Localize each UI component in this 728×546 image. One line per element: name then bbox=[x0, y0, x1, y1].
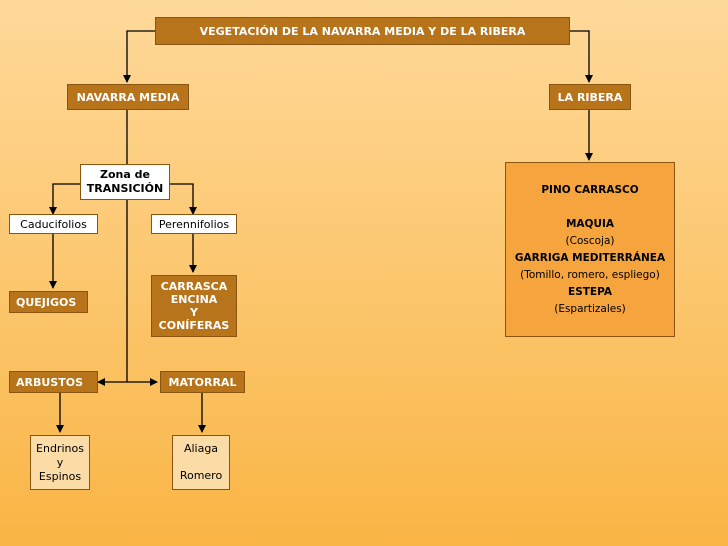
ribera-garriga-detail: (Tomillo, romero, espliego) bbox=[520, 268, 660, 281]
navarra-media-label: NAVARRA MEDIA bbox=[76, 90, 180, 104]
aliaga-box: Aliaga Romero bbox=[172, 435, 230, 490]
aliaga-line2: Romero bbox=[179, 468, 223, 482]
arbustos-label: ARBUSTOS bbox=[16, 375, 83, 389]
carrasca-line1: CARRASCA bbox=[160, 280, 228, 293]
transicion-line2: TRANSICIÓN bbox=[86, 182, 164, 195]
ribera-estepa: ESTEPA bbox=[568, 285, 612, 298]
title-box: VEGETACIÓN DE LA NAVARRA MEDIA Y DE LA R… bbox=[155, 17, 570, 45]
transicion-box: Zona de TRANSICIÓN bbox=[80, 164, 170, 200]
connector-title-ribera bbox=[570, 30, 593, 83]
perennifolios-box: Perennifolios bbox=[151, 214, 237, 234]
ribera-vegetation-box: PINO CARRASCO MAQUIA (Coscoja) GARRIGA M… bbox=[505, 162, 675, 337]
ribera-garriga: GARRIGA MEDITERRÁNEA bbox=[514, 251, 666, 264]
carrasca-line4: CONÍFERAS bbox=[158, 319, 230, 332]
matorral-label: MATORRAL bbox=[168, 375, 237, 389]
quejigos-box: QUEJIGOS bbox=[9, 291, 88, 313]
connector-transicion-perennifolios bbox=[170, 183, 197, 215]
ribera-label: LA RIBERA bbox=[557, 90, 623, 104]
ribera-pino-carrasco: PINO CARRASCO bbox=[541, 183, 639, 196]
carrasca-line2: ENCINA bbox=[170, 293, 218, 306]
endrinos-line2: y bbox=[56, 455, 64, 469]
caducifolios-label: Caducifolios bbox=[20, 217, 87, 231]
connector-title-navarra bbox=[123, 30, 155, 83]
matorral-box: MATORRAL bbox=[160, 371, 245, 393]
carrasca-line3: Y bbox=[190, 306, 198, 319]
ribera-maquia: MAQUIA bbox=[565, 217, 615, 230]
quejigos-label: QUEJIGOS bbox=[16, 295, 77, 309]
endrinos-line3: Espinos bbox=[38, 469, 82, 483]
transicion-line1: Zona de bbox=[100, 168, 150, 181]
connector-transicion-caducifolios bbox=[49, 183, 80, 215]
aliaga-line1: Aliaga bbox=[183, 442, 219, 456]
caducifolios-box: Caducifolios bbox=[9, 214, 98, 234]
ribera-espartizales: (Espartizales) bbox=[554, 302, 626, 315]
perennifolios-label: Perennifolios bbox=[158, 217, 230, 231]
endrinos-box: Endrinos y Espinos bbox=[30, 435, 90, 490]
ribera-coscoja: (Coscoja) bbox=[565, 234, 615, 247]
navarra-media-box: NAVARRA MEDIA bbox=[67, 84, 189, 110]
arbustos-box: ARBUSTOS bbox=[9, 371, 98, 393]
endrinos-line1: Endrinos bbox=[36, 441, 84, 455]
carrasca-box: CARRASCA ENCINA Y CONÍFERAS bbox=[151, 275, 237, 337]
title-text: VEGETACIÓN DE LA NAVARRA MEDIA Y DE LA R… bbox=[199, 24, 526, 38]
ribera-box: LA RIBERA bbox=[549, 84, 631, 110]
